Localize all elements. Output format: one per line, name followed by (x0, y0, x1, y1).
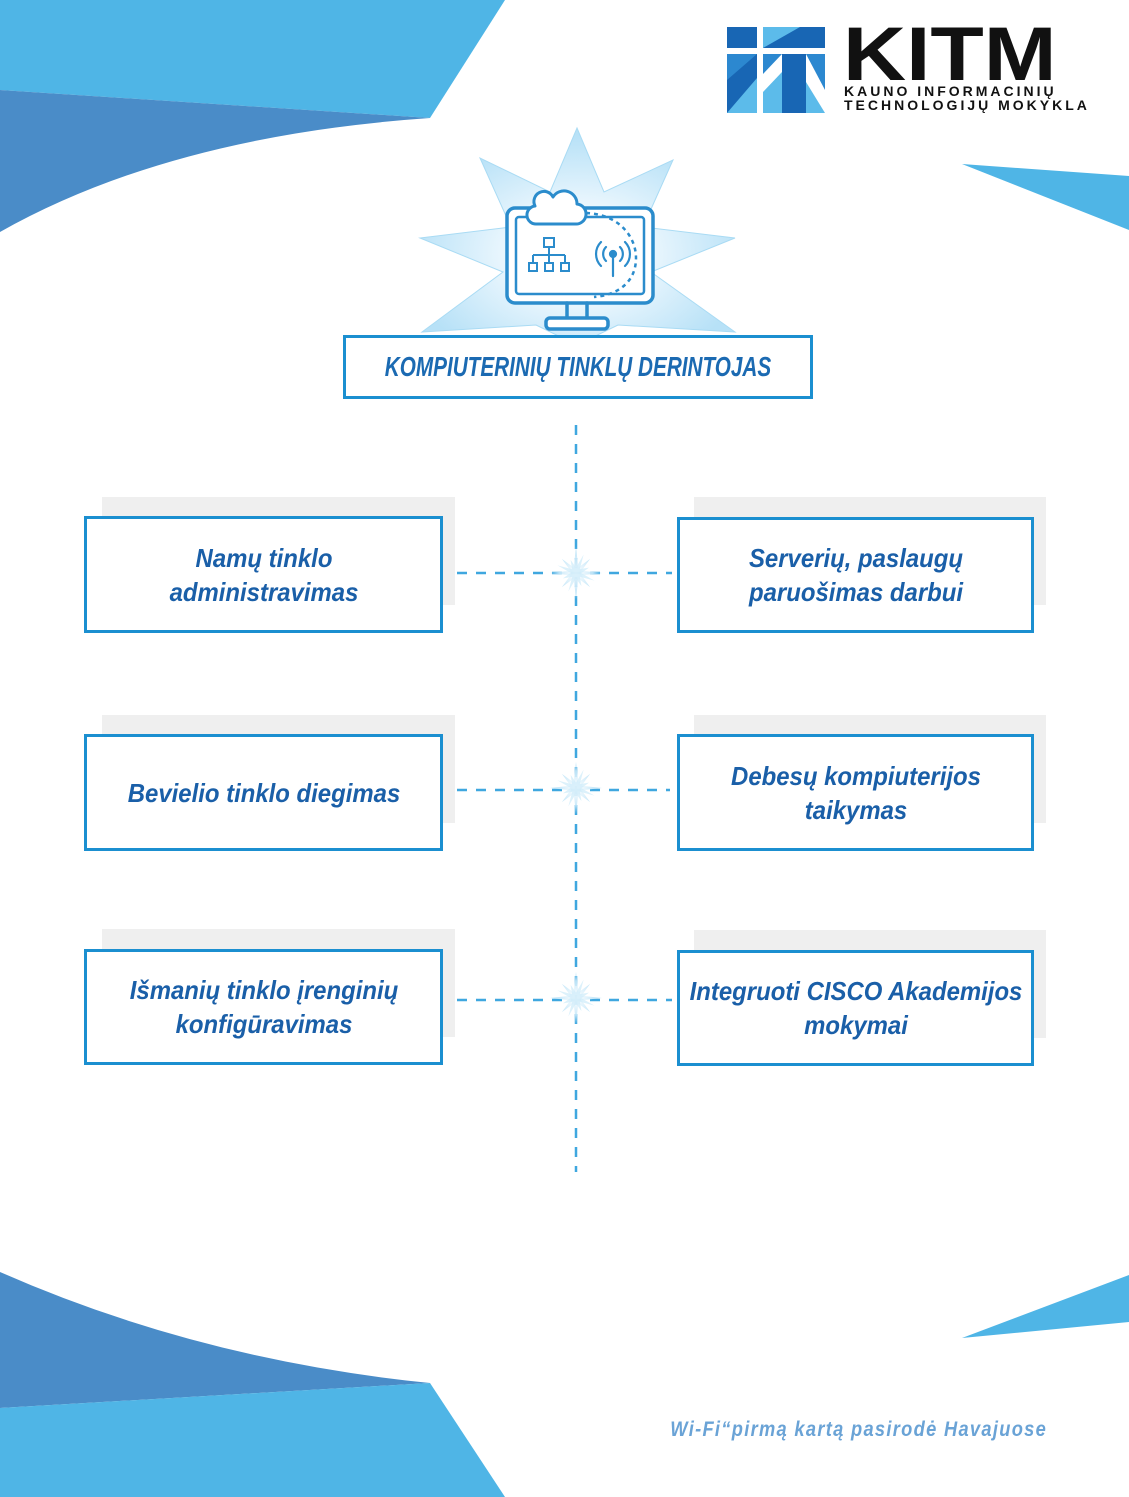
topic-label-line: Serverių, paslaugų (748, 543, 963, 573)
cloud-link-dashed (585, 211, 638, 299)
page-title: KOMPIUTERINIŲ TINKLŲ DERINTOJAS (384, 351, 772, 382)
corner-shape-top-right (962, 164, 1129, 230)
topic-label-line: konfigūravimas (175, 1009, 352, 1039)
topic-label: Namų tinklo administravimas (169, 541, 358, 609)
topic-label: Bevielio tinklo diegimas (127, 776, 400, 810)
corner-shape-bottom-left-light (0, 1383, 505, 1497)
topic-label-line: Išmanių tinklo įrenginių (129, 975, 398, 1005)
kitm-it-logo-icon (727, 27, 825, 113)
topic-box-home-network-admin: Namų tinklo administravimas (84, 516, 443, 633)
topic-label-line: taikymas (804, 794, 907, 825)
topic-box-wireless-network: Bevielio tinklo diegimas (84, 734, 443, 851)
sparkle-icon (550, 762, 602, 814)
corner-shape-top-left-dark (0, 90, 430, 232)
corner-shape-top-left-light (0, 0, 505, 118)
network-tree-icon (528, 237, 570, 272)
topic-label-line: Bevielio tinklo diegimas (127, 777, 400, 808)
sparkle-icon (550, 547, 602, 599)
topic-label: Išmanių tinklo įrenginių konfigūravimas (129, 973, 397, 1041)
title-banner: KOMPIUTERINIŲ TINKLŲ DERINTOJAS (343, 335, 813, 399)
monitor-network-icon (505, 189, 655, 331)
topic-label: Serverių, paslaugų paruošimas darbui (748, 541, 962, 609)
topic-box-cisco-academy: Integruoti CISCO Akademijos mokymai (677, 950, 1034, 1066)
topic-box-server-services: Serverių, paslaugų paruošimas darbui (677, 517, 1034, 633)
logo-wordmark: KITM (843, 12, 1057, 97)
corner-shape-bottom-right (962, 1275, 1129, 1338)
sparkle-icon (550, 972, 602, 1024)
topic-label-line: Namų tinklo (195, 542, 332, 573)
topic-label: Integruoti CISCO Akademijos mokymai (689, 974, 1022, 1042)
topic-label-line: administravimas (169, 576, 358, 607)
corner-shape-bottom-left-dark (0, 1272, 430, 1408)
cloud-icon (525, 189, 588, 226)
topic-label: Debesų kompiuterijos taikymas (731, 759, 981, 827)
topic-label-line: Debesų kompiuterijos (730, 760, 981, 791)
wifi-antenna-icon (594, 240, 632, 278)
logo-subtitle-line-1: KAUNO INFORMACINIŲ (844, 83, 1057, 99)
footer-fact: Wi-Fi“pirmą kartą pasirodė Havajuose (670, 1418, 1047, 1441)
topic-box-cloud-computing: Debesų kompiuterijos taikymas (677, 734, 1034, 851)
logo-subtitle-line-2: TECHNOLOGIJŲ MOKYKLA (844, 97, 1090, 113)
topic-label-line: paruošimas darbui (748, 577, 963, 607)
topic-label-line: mokymai (803, 1010, 908, 1040)
topic-box-smart-devices-config: Išmanių tinklo įrenginių konfigūravimas (84, 949, 443, 1065)
topic-label-line: Integruoti CISCO Akademijos (689, 976, 1022, 1006)
